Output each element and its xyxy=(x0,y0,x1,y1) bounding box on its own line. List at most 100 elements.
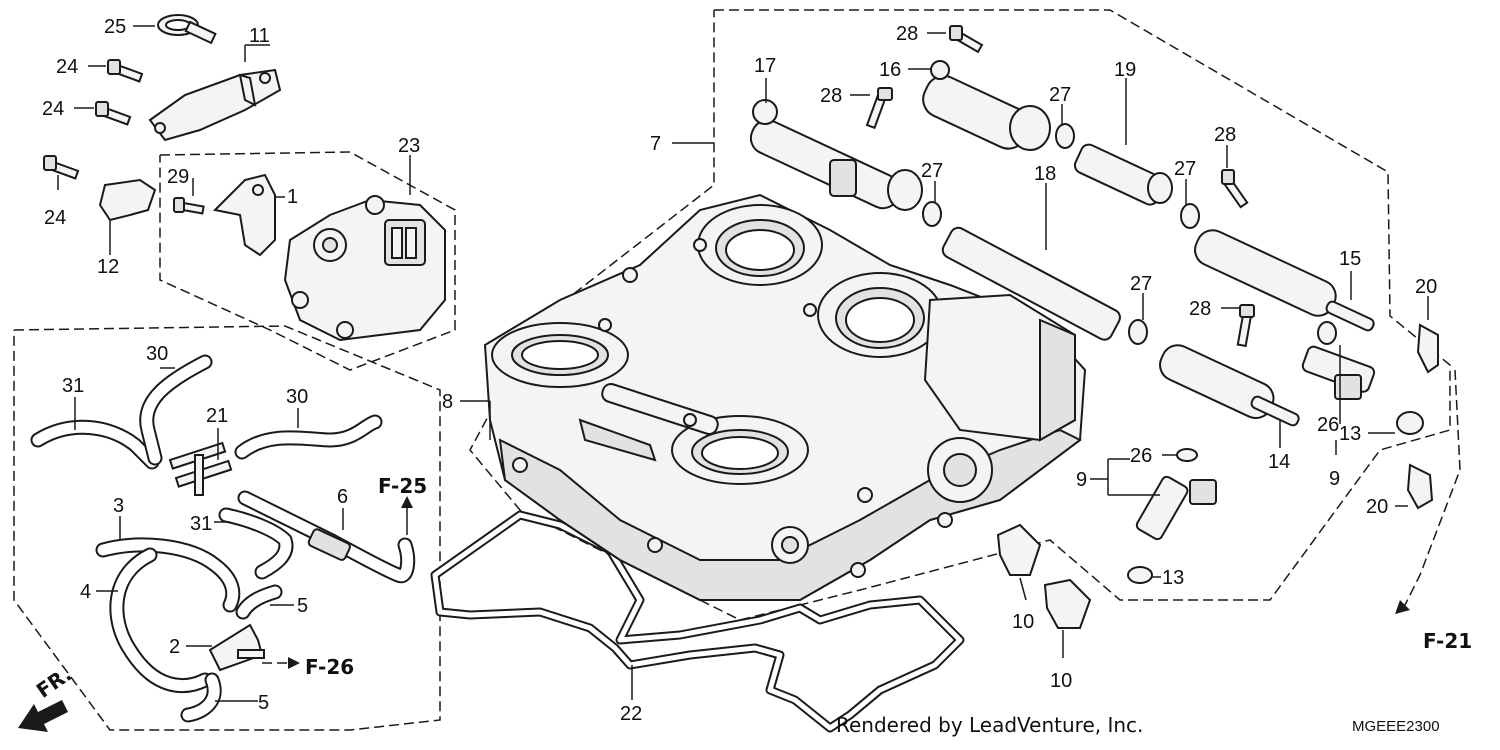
o-ring-27-c xyxy=(1180,203,1200,229)
callout-6: 6 xyxy=(337,486,348,508)
callout-28-a: 28 xyxy=(820,85,842,107)
bolt-28-a xyxy=(949,25,984,54)
clip-20-b xyxy=(1406,463,1434,510)
callout-20-b: 20 xyxy=(1366,496,1388,518)
callout-28-c: 28 xyxy=(1214,124,1236,146)
callout-25: 25 xyxy=(104,16,126,38)
callout-27-c: 27 xyxy=(1174,158,1196,180)
leader-lines xyxy=(57,25,1429,702)
fuel-rail-15-assembly xyxy=(1194,229,1375,332)
callout-5-b: 5 xyxy=(258,692,269,714)
ref-label-f25: F-25 xyxy=(378,474,427,498)
callout-14: 14 xyxy=(1268,451,1290,473)
hose-31-b xyxy=(218,507,294,580)
front-direction-label: FR. xyxy=(32,662,76,703)
joint-pipe-19 xyxy=(1073,143,1173,206)
bracket-11 xyxy=(148,68,282,142)
callout-7: 7 xyxy=(650,133,661,155)
ref-label-f26: F-26 xyxy=(305,655,354,679)
injector-rear xyxy=(1301,345,1376,400)
bolt-24-top xyxy=(107,59,144,83)
bore-front-left xyxy=(491,322,629,388)
hose-4 xyxy=(109,547,213,693)
clamp-25 xyxy=(157,14,217,45)
callout-17: 17 xyxy=(754,55,776,77)
callout-27-d: 27 xyxy=(1130,273,1152,295)
o-ring-27-a xyxy=(922,201,942,227)
hose-5-a xyxy=(235,584,283,620)
callout-4: 4 xyxy=(80,581,91,603)
ref-arrow-f25 xyxy=(401,496,413,535)
callout-12: 12 xyxy=(97,256,119,278)
credit-text: Rendered by LeadVenture, Inc. xyxy=(836,713,1143,737)
callout-1: 1 xyxy=(287,186,298,208)
joint-pipe-18 xyxy=(941,226,1121,341)
o-ring-27-d xyxy=(1128,319,1148,345)
diagram-code: MGEEE2300 xyxy=(1352,718,1440,735)
callout-15: 15 xyxy=(1339,248,1361,270)
callout-31-a: 31 xyxy=(62,375,84,397)
bracket-1 xyxy=(212,173,276,257)
callout-18: 18 xyxy=(1034,163,1056,185)
bolt-28-d xyxy=(1236,304,1255,348)
callout-24-top: 24 xyxy=(56,56,78,78)
bolt-28-c xyxy=(1221,169,1249,209)
callout-23: 23 xyxy=(398,135,420,157)
hose-3 xyxy=(95,537,241,613)
o-ring-26-b xyxy=(1176,448,1198,462)
bore-rear-right xyxy=(817,272,943,358)
callout-9-b: 9 xyxy=(1329,468,1340,490)
hose-6 xyxy=(237,490,416,584)
callout-10-b: 10 xyxy=(1050,670,1072,692)
fuel-rail-17-assembly xyxy=(749,99,923,211)
callout-29: 29 xyxy=(167,166,189,188)
clip-10-a xyxy=(996,523,1042,576)
callout-2: 2 xyxy=(169,636,180,658)
callout-26-b: 26 xyxy=(1130,445,1152,467)
screw-29 xyxy=(173,197,205,215)
hose-31-a xyxy=(30,419,160,470)
callout-labels: 25 11 24 24 24 23 29 1 12 30 31 21 30 3 … xyxy=(42,16,1437,725)
callout-26-a: 26 xyxy=(1317,414,1339,436)
bolt-24-low xyxy=(43,155,80,180)
bolt-28-b xyxy=(865,87,893,130)
hose-5-b xyxy=(180,672,222,723)
callout-27-b: 27 xyxy=(921,160,943,182)
callout-22: 22 xyxy=(620,703,642,725)
bolt-24-mid xyxy=(95,101,132,126)
callout-31-b: 31 xyxy=(190,513,212,535)
callout-30-a: 30 xyxy=(146,343,168,365)
callout-19: 19 xyxy=(1114,59,1136,81)
ref-arrow-f21 xyxy=(1395,369,1461,614)
front-direction-arrow xyxy=(18,700,68,732)
callout-16: 16 xyxy=(879,59,901,81)
callout-13-a: 13 xyxy=(1339,423,1361,445)
callout-24-mid: 24 xyxy=(42,98,64,120)
hose-group-border xyxy=(13,325,441,731)
joint-21 xyxy=(168,441,233,496)
callout-24-low: 24 xyxy=(44,207,66,229)
injector-9 xyxy=(1135,475,1217,541)
clip-10-b xyxy=(1043,578,1092,629)
ref-arrow-f26 xyxy=(262,657,300,669)
callout-10-a: 10 xyxy=(1012,611,1034,633)
fuel-rail-14-assembly xyxy=(1159,344,1300,427)
joint-2 xyxy=(208,623,265,672)
callout-28-d: 28 xyxy=(1189,298,1211,320)
pressure-regulator-16 xyxy=(922,60,1051,151)
clip-20-a xyxy=(1416,323,1439,374)
callout-5-a: 5 xyxy=(297,595,308,617)
callout-20-a: 20 xyxy=(1415,276,1437,298)
throttle-sensor-23 xyxy=(283,195,446,342)
throttle-body-assembly xyxy=(483,193,1087,601)
seal-13-a xyxy=(1396,411,1424,435)
callout-21: 21 xyxy=(206,405,228,427)
bracket-12 xyxy=(98,178,157,222)
bore-rear-left xyxy=(697,204,823,286)
callout-11: 11 xyxy=(249,25,270,47)
callout-27-a: 27 xyxy=(1049,84,1071,106)
callout-8: 8 xyxy=(442,391,453,413)
callout-30-b: 30 xyxy=(286,386,308,408)
sensor-group-border xyxy=(159,151,456,371)
